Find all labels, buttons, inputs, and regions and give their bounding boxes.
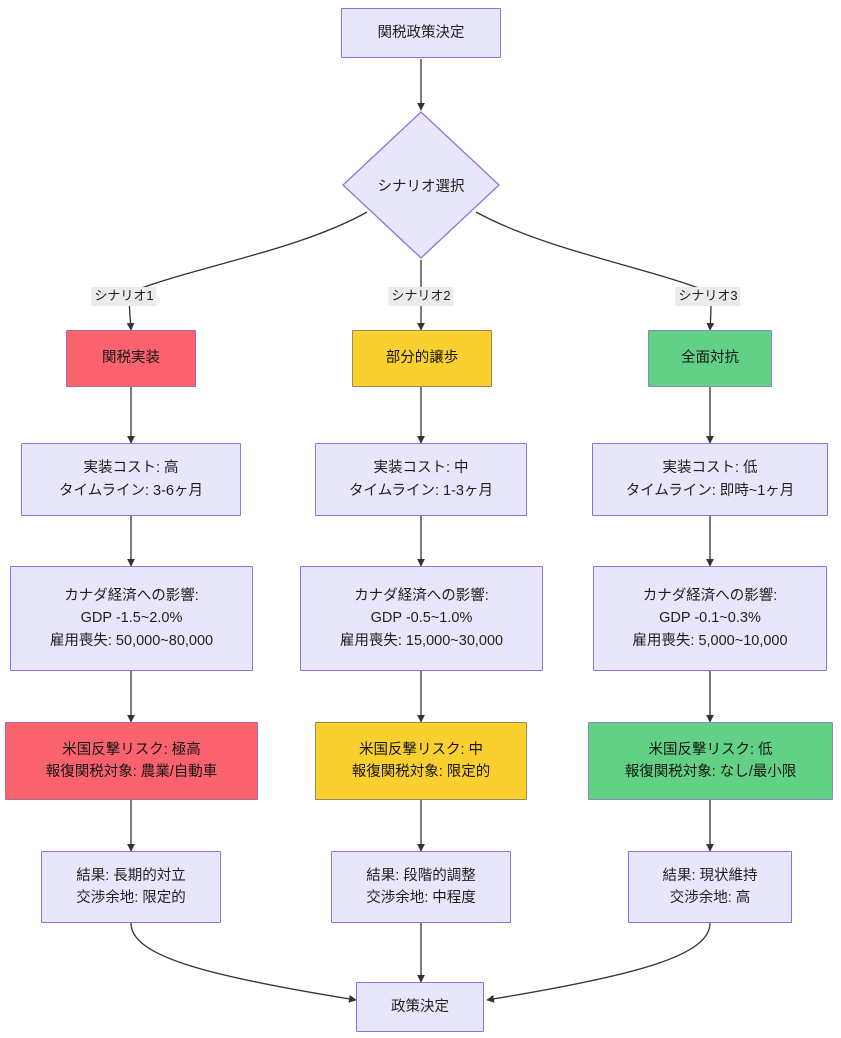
node-scenario3-action[interactable]: 全面対抗: [648, 330, 772, 387]
edge-decision-to-scenario3: [475, 211, 715, 331]
node-line-1: 実装コスト: 中: [373, 460, 469, 477]
node-line-2: 報復関税対象: 限定的: [351, 764, 491, 780]
node-label: 政策決定: [391, 998, 449, 1015]
node-line-1: カナダ経済への影響:: [64, 587, 199, 604]
node-scenario2-action[interactable]: 部分的譲歩: [352, 330, 492, 387]
node-line-3: 雇用喪失: 15,000~30,000: [339, 632, 504, 649]
node-line-2: 交渉余地: 限定的: [76, 890, 186, 906]
node-scenario2-result[interactable]: 結果: 段階的調整 交渉余地: 中程度: [331, 851, 511, 923]
node-line-1: カナダ経済への影響:: [642, 587, 778, 604]
node-line-1: 結果: 長期的対立: [76, 867, 186, 884]
edge-result3-to-final: [486, 922, 711, 1003]
node-line-1: 米国反撃リスク: 中: [358, 741, 484, 758]
edge-label-scenario1: シナリオ1: [91, 287, 157, 306]
node-scenario1-cost[interactable]: 実装コスト: 高 タイムライン: 3-6ヶ月: [21, 443, 241, 516]
node-line-1: 結果: 現状維持: [662, 867, 758, 884]
node-line-2: 報復関税対象: 農業/自動車: [45, 764, 218, 780]
edge-label-scenario2: シナリオ2: [388, 287, 454, 306]
node-line-2: GDP -0.5~1.0%: [370, 610, 473, 627]
node-scenario2-impact[interactable]: カナダ経済への影響: GDP -0.5~1.0% 雇用喪失: 15,000~30…: [300, 566, 543, 671]
node-line-2: タイムライン: 即時~1ヶ月: [625, 482, 795, 499]
edge-label-scenario3: シナリオ3: [675, 287, 741, 306]
node-scenario3-risk[interactable]: 米国反撃リスク: 低 報復関税対象: なし/最小限: [588, 722, 833, 800]
node-line-2: 交渉余地: 中程度: [366, 890, 476, 906]
node-scenario1-result[interactable]: 結果: 長期的対立 交渉余地: 限定的: [41, 851, 221, 923]
node-scenario3-result[interactable]: 結果: 現状維持 交渉余地: 高: [628, 851, 792, 923]
diamond-shape: [342, 111, 500, 259]
node-label: 全面対抗: [681, 350, 739, 367]
node-line-1: 実装コスト: 高: [83, 460, 179, 477]
node-label: 部分的譲歩: [385, 350, 459, 367]
node-line-2: 交渉余地: 高: [669, 890, 751, 906]
node-line-2: GDP -0.1~0.3%: [659, 610, 761, 627]
node-policy-decision[interactable]: 政策決定: [356, 982, 484, 1032]
node-line-3: 雇用喪失: 50,000~80,000: [49, 632, 214, 649]
node-line-1: カナダ経済への影響:: [354, 587, 489, 604]
node-scenario2-risk[interactable]: 米国反撃リスク: 中 報復関税対象: 限定的: [315, 722, 527, 800]
node-scenario3-impact[interactable]: カナダ経済への影響: GDP -0.1~0.3% 雇用喪失: 5,000~10,…: [593, 566, 827, 671]
edge-result1-to-final: [130, 922, 357, 1003]
node-label: シナリオ選択: [377, 178, 465, 195]
node-scenario3-cost[interactable]: 実装コスト: 低 タイムライン: 即時~1ヶ月: [592, 443, 828, 516]
node-line-2: GDP -1.5~2.0%: [80, 610, 183, 627]
node-scenario1-risk[interactable]: 米国反撃リスク: 極高 報復関税対象: 農業/自動車: [5, 722, 258, 800]
node-scenario2-cost[interactable]: 実装コスト: 中 タイムライン: 1-3ヶ月: [315, 443, 527, 516]
node-scenario1-impact[interactable]: カナダ経済への影響: GDP -1.5~2.0% 雇用喪失: 50,000~80…: [10, 566, 253, 671]
node-scenario1-action[interactable]: 関税実装: [66, 330, 196, 387]
node-line-1: 米国反撃リスク: 低: [648, 741, 773, 758]
node-line-2: タイムライン: 1-3ヶ月: [349, 482, 493, 499]
node-tariff-policy-decision[interactable]: 関税政策決定: [341, 8, 501, 58]
node-line-1: 結果: 段階的調整: [366, 867, 476, 884]
node-label: 関税政策決定: [377, 24, 465, 41]
node-line-1: 米国反撃リスク: 極高: [62, 741, 201, 758]
node-label: 関税実装: [102, 350, 160, 367]
node-line-1: 実装コスト: 低: [662, 460, 758, 477]
node-line-3: 雇用喪失: 5,000~10,000: [632, 632, 788, 649]
node-scenario-selection[interactable]: シナリオ選択: [341, 110, 501, 260]
node-line-2: 報復関税対象: なし/最小限: [624, 764, 797, 780]
edge-decision-to-scenario1: [126, 211, 368, 331]
node-line-2: タイムライン: 3-6ヶ月: [59, 482, 203, 499]
